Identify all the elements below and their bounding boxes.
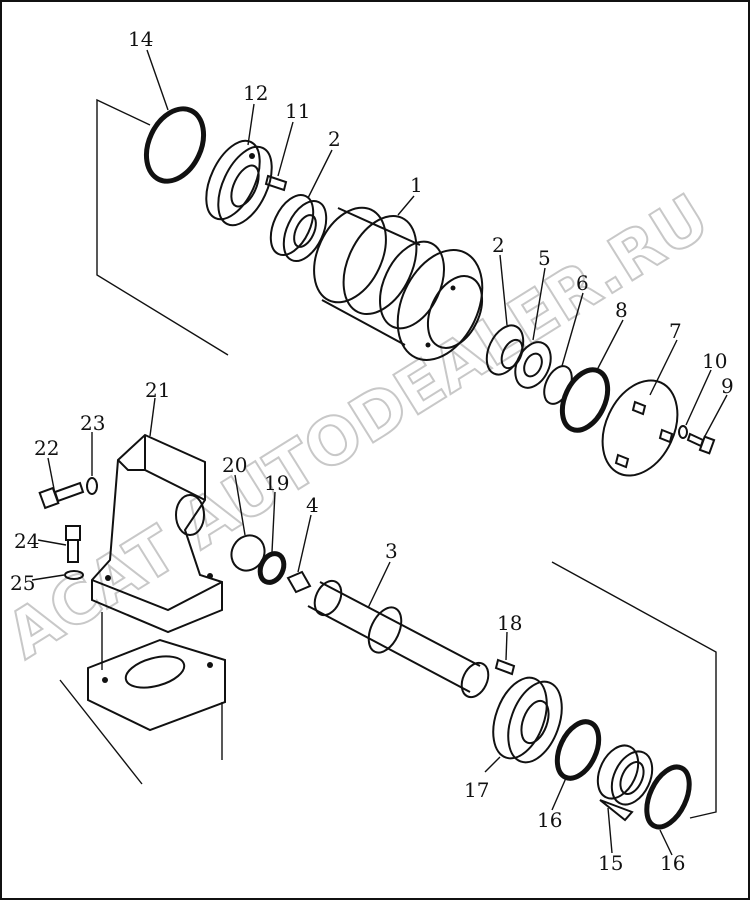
callout-22: 22 <box>34 436 59 460</box>
upper-guide-lines <box>96 98 229 356</box>
nut-5 <box>514 341 552 389</box>
callout-19: 19 <box>264 471 289 495</box>
callout-15: 15 <box>598 851 623 875</box>
callout-2-right: 2 <box>492 233 505 257</box>
bolt-22 <box>38 481 85 510</box>
callout-5: 5 <box>538 246 551 270</box>
bolt-9 <box>686 432 716 455</box>
o-ring-14 <box>143 106 207 184</box>
callout-25: 25 <box>10 571 35 595</box>
callout-16-left: 16 <box>537 808 562 832</box>
callout-23: 23 <box>80 411 105 435</box>
callout-24: 24 <box>14 529 39 553</box>
shaft-3 <box>307 579 490 699</box>
plug-4 <box>286 570 312 594</box>
callout-9: 9 <box>721 374 734 398</box>
roller-1 <box>313 206 484 361</box>
callout-1: 1 <box>410 173 423 197</box>
bracket-21 <box>91 433 223 634</box>
callout-20: 20 <box>222 453 247 477</box>
callout-8: 8 <box>615 298 628 322</box>
callout-6: 6 <box>576 271 589 295</box>
retainer-12 <box>205 139 273 227</box>
o-ring-16-b <box>644 764 692 830</box>
callout-10: 10 <box>702 349 727 373</box>
callout-4: 4 <box>306 493 319 517</box>
floating-seal-15 <box>596 744 654 822</box>
callout-17: 17 <box>464 778 489 802</box>
callout-12: 12 <box>243 81 268 105</box>
collar-17 <box>492 676 563 764</box>
o-ring-16-a <box>554 719 602 781</box>
pin-11 <box>264 174 288 192</box>
callout-16-right: 16 <box>660 851 685 875</box>
callout-7: 7 <box>669 319 682 343</box>
callout-labels: 14 12 11 2 1 2 5 6 8 7 10 9 21 23 22 24 … <box>10 27 734 875</box>
callout-18: 18 <box>497 611 522 635</box>
washer-23 <box>86 477 98 495</box>
base-plate <box>59 612 226 785</box>
watermark: ACAT AUTODEALER.RU <box>0 181 722 674</box>
callout-21: 21 <box>145 378 170 402</box>
pin-18 <box>494 658 516 676</box>
washer-25 <box>64 570 84 580</box>
bearing-2-left <box>269 194 328 262</box>
bolt-24 <box>65 525 81 563</box>
callout-2-left: 2 <box>328 127 341 151</box>
lower-guide-lines <box>551 561 717 819</box>
leader-lines <box>31 49 728 856</box>
o-ring-8 <box>559 367 611 433</box>
cover-7 <box>601 379 679 477</box>
callout-3: 3 <box>385 539 398 563</box>
o-ring-19 <box>257 551 287 585</box>
callout-11: 11 <box>285 99 310 123</box>
callout-14: 14 <box>128 27 153 51</box>
washer-10 <box>678 425 688 439</box>
